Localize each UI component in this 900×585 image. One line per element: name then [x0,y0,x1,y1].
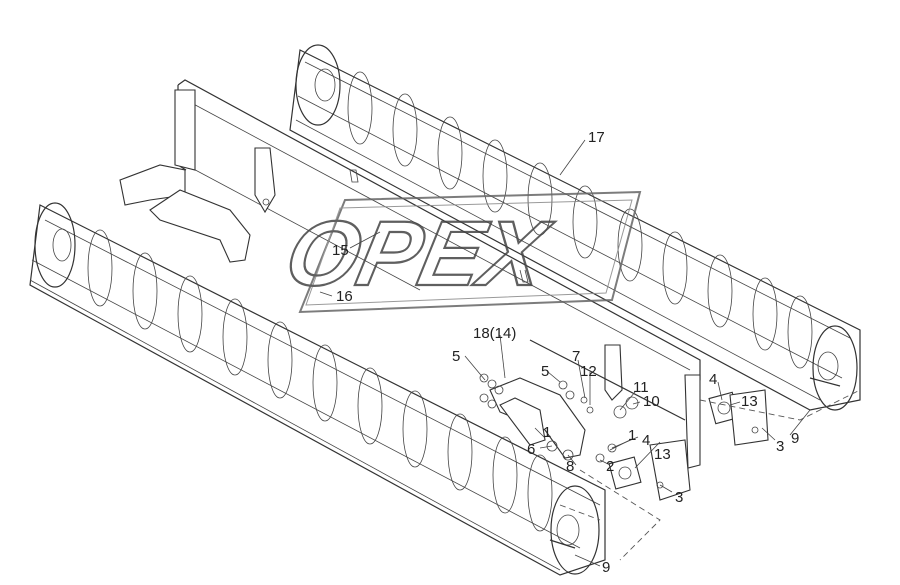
callout-15: 15 [332,242,349,259]
opex-watermark: OPEX [276,190,642,314]
frame [119,79,701,469]
callout-11: 11 [633,379,649,396]
callout-4-center: 4 [642,432,650,449]
callout-labels: 17 15 16 18(14) 5 5 7 12 11 10 4 13 9 3 … [332,129,799,576]
callout-4-right: 4 [709,371,717,388]
callout-5-right: 5 [541,363,549,380]
assembly-lines [559,389,861,561]
callout-18-14: 18(14) [473,325,516,342]
callout-6: 6 [527,441,535,458]
callout-2: 2 [606,458,614,475]
callout-13-right: 13 [741,393,758,410]
leader-lines [319,139,811,567]
callout-17: 17 [588,129,605,146]
callout-10: 10 [643,393,660,410]
callout-3-right: 3 [776,438,784,455]
rear-roller [289,44,861,411]
callout-12: 12 [580,363,597,380]
callout-16: 16 [336,288,353,305]
watermark-text: OPEX [277,202,559,305]
front-roller [29,202,606,576]
callout-13-center: 13 [654,446,671,463]
center-bracket-assembly [479,373,769,501]
callout-8: 8 [566,458,574,475]
callout-3-center: 3 [675,489,683,506]
callout-9-bottom: 9 [602,559,610,576]
callout-1-left: 1 [543,424,551,441]
callout-7: 7 [572,348,580,365]
callout-1-right: 1 [628,427,636,444]
callout-5-left: 5 [452,348,460,365]
callout-9-right: 9 [791,430,799,447]
